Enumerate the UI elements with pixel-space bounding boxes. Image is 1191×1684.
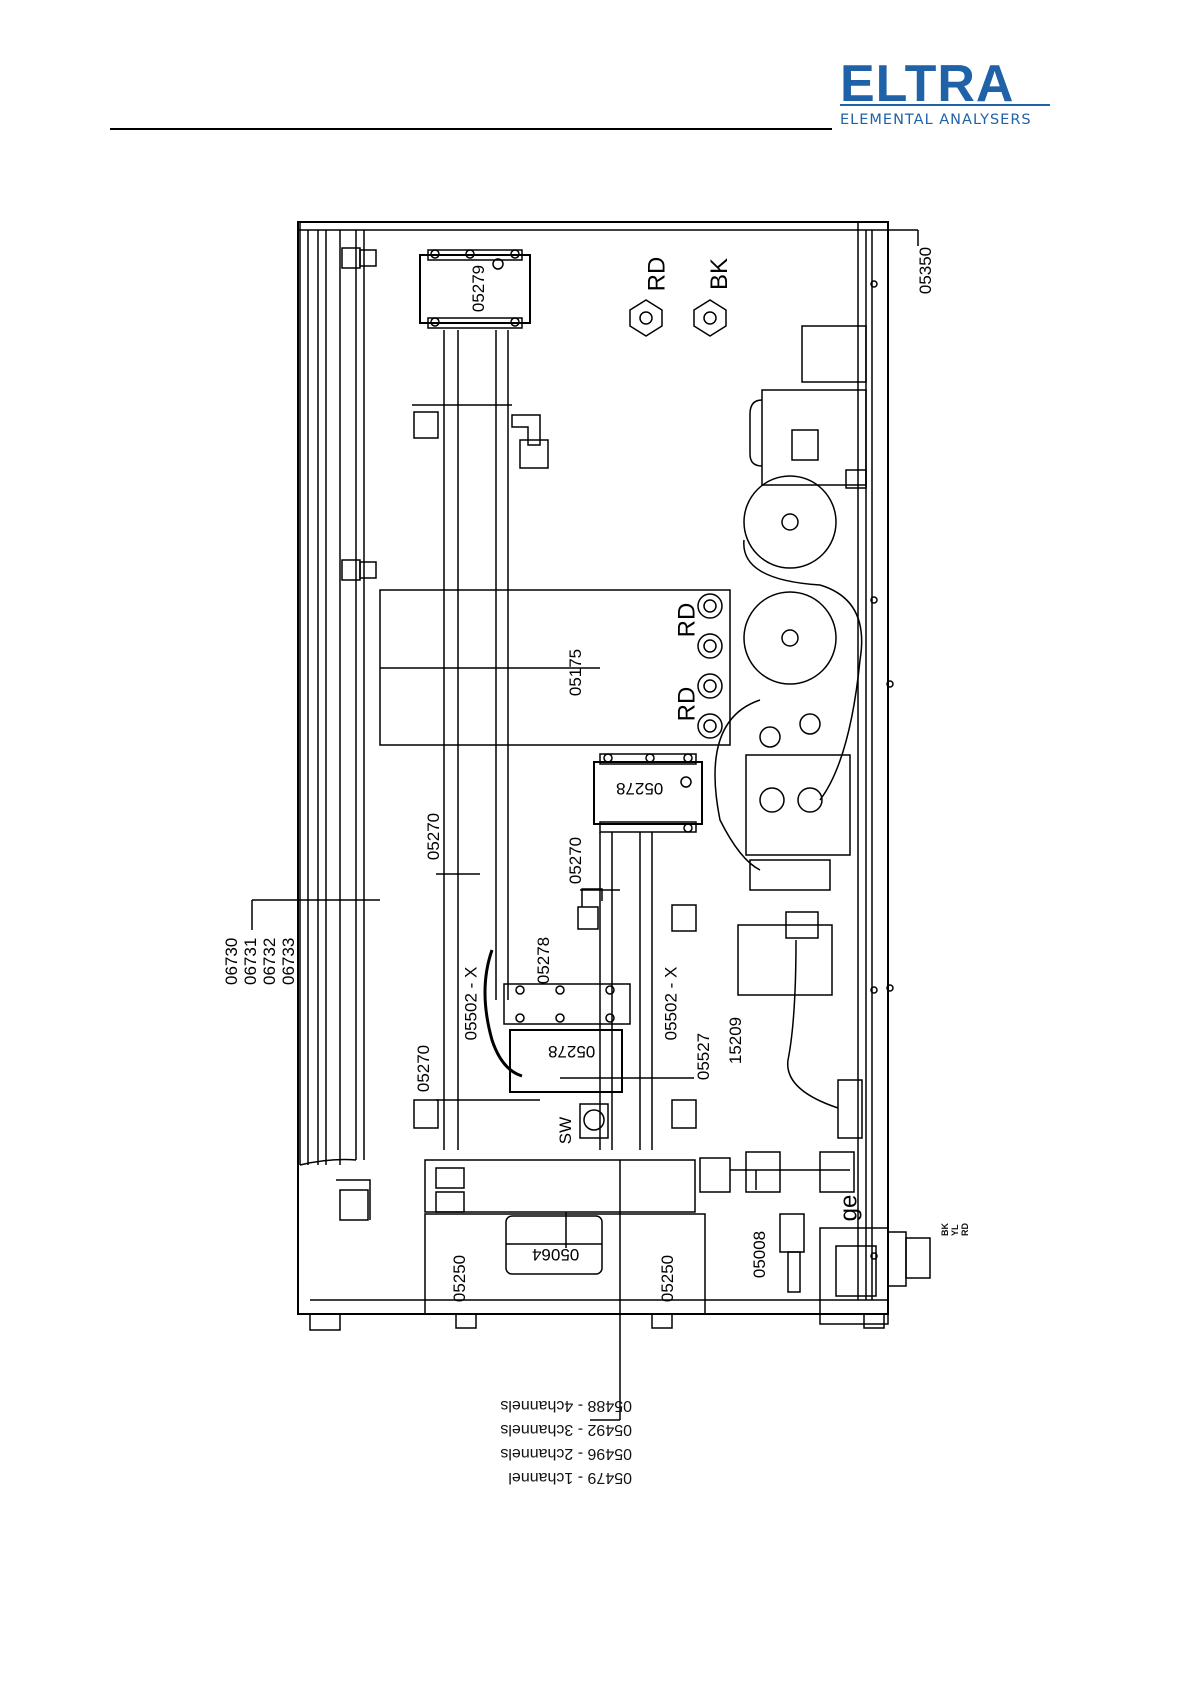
part-05278-label: 05278 <box>535 937 552 984</box>
part-05064-label: 05064 <box>532 1246 579 1263</box>
part-06732: 06732 <box>260 938 279 985</box>
part-05278-lower-label: 05278 <box>548 1043 595 1060</box>
part-05270-c-label: 05270 <box>415 1045 432 1092</box>
part-05502-right-label: 05502 - X <box>662 967 679 1041</box>
bottom-bar <box>425 1160 695 1212</box>
part-05250-right-label: 05250 <box>659 1255 676 1302</box>
clamp-block-05278-lower <box>504 984 630 1092</box>
channel-variant-1: 05479 - 1channel <box>432 1465 632 1489</box>
wire-color-bk: BK <box>940 1223 950 1236</box>
part-05250-left-label: 05250 <box>451 1255 468 1302</box>
channel-variant-4: 05488 - 4channels <box>432 1393 632 1417</box>
ge-label: ge <box>837 1195 861 1222</box>
connector-plug <box>820 1228 888 1324</box>
part-15209-label: 15209 <box>727 1017 744 1064</box>
channel-variant-2: 05496 - 2channels <box>432 1441 632 1465</box>
part-05008-label: 05008 <box>751 1231 768 1278</box>
sw-label: SW <box>557 1117 574 1144</box>
part-05270-b-label: 05270 <box>567 837 584 884</box>
part-05527-label: 05527 <box>695 1033 712 1080</box>
channel-variant-list: 05479 - 1channel 05496 - 2channels 05492… <box>432 1393 632 1489</box>
part-05175-label: 05175 <box>567 649 584 696</box>
wire-color-yl: YL <box>950 1223 960 1236</box>
part-06733: 06733 <box>279 938 298 985</box>
part-06730: 06730 <box>222 938 241 985</box>
part-05350-label: 05350 <box>917 247 934 294</box>
part-05279-label: 05279 <box>470 265 487 312</box>
bk-top-label: BK <box>708 258 732 290</box>
part-06731: 06731 <box>241 938 260 985</box>
rd-mid1-label: RD <box>675 603 699 638</box>
side-part-list: 06730 06731 06732 06733 <box>222 938 298 985</box>
channel-variant-3: 05492 - 3channels <box>432 1417 632 1441</box>
rd-top-label: RD <box>645 257 669 292</box>
rd-mid2-label: RD <box>675 687 699 722</box>
part-05502-left-label: 05502 - X <box>462 967 479 1041</box>
wire-color-rd: RD <box>960 1223 970 1236</box>
part-05270-a-label: 05270 <box>425 813 442 860</box>
left-rail <box>300 222 364 1165</box>
part-05278-upper-label: 05278 <box>616 780 663 797</box>
wire-color-legend: BK YL RD <box>940 1223 970 1236</box>
